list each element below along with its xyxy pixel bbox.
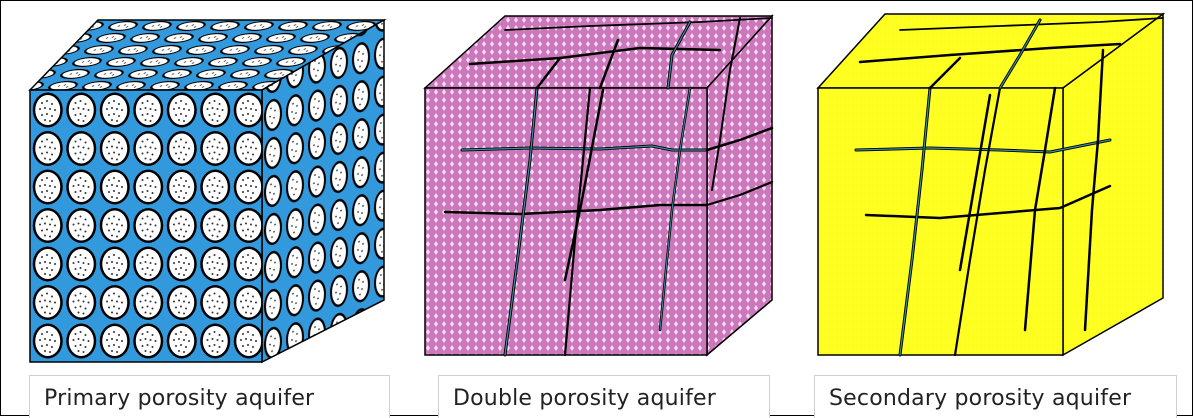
caption-primary-porosity: Primary porosity aquifer xyxy=(29,375,390,418)
primary-cube-front-face xyxy=(29,89,263,363)
secondary-porosity-cube xyxy=(816,12,1166,357)
primary-porosity-cube xyxy=(28,18,387,364)
double-fracture-network xyxy=(443,17,774,357)
caption-double-porosity: Double porosity aquifer xyxy=(438,375,770,418)
double-porosity-cube xyxy=(423,14,774,357)
secondary-cube-front-face xyxy=(817,87,1064,356)
secondary-fracture-network xyxy=(854,17,1164,357)
double-cube-front-face xyxy=(424,87,708,356)
caption-secondary-porosity: Secondary porosity aquifer xyxy=(814,375,1177,418)
